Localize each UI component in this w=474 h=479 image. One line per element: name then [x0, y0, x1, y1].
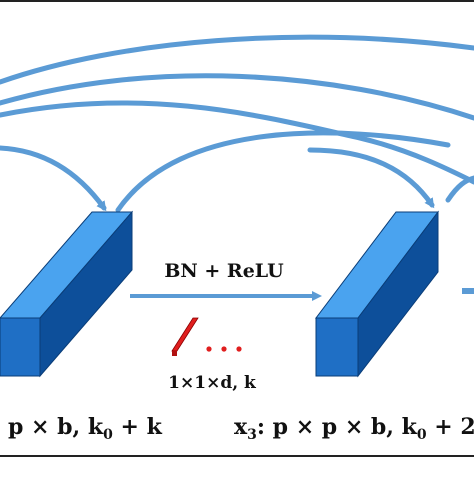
skip-arrow-to-right-block	[307, 147, 435, 209]
filter-bar-base	[172, 351, 177, 356]
left-block-front	[0, 317, 41, 377]
ellipsis-dots	[206, 346, 242, 352]
left-label-subscript: 0	[103, 427, 113, 443]
skip-arc-from-left-block	[115, 130, 451, 213]
dot	[236, 346, 242, 352]
filter-dim-3: d, k	[220, 373, 257, 393]
filter-bar	[171, 317, 199, 352]
next-block-edge	[462, 288, 474, 294]
filter-times-2: ×	[206, 373, 220, 393]
skip-arc-right-edge	[445, 175, 474, 203]
left-label-tail: + k	[113, 414, 163, 440]
dot	[206, 346, 212, 352]
left-feature-block	[0, 210, 134, 378]
dot	[221, 346, 227, 352]
right-label-var: x	[234, 414, 248, 440]
skip-arc-outer	[0, 34, 474, 85]
filter-dim-1: 1	[168, 373, 180, 393]
left-block-label: p × b, k0 + k	[8, 414, 163, 443]
filter-times-1: ×	[180, 373, 194, 393]
skip-connections	[0, 34, 474, 213]
right-feature-block	[314, 210, 440, 378]
conv-filter-icon	[171, 317, 199, 356]
filter-size-label: 1×1×d, k	[168, 373, 257, 393]
left-label-main: p × b, k	[8, 414, 104, 440]
right-label-tail: + 2 ×	[427, 414, 474, 440]
right-label-main: : p × p × b, k	[257, 414, 418, 440]
right-block-front	[315, 317, 359, 377]
right-block-label: x3: p × p × b, k0 + 2 ×	[234, 414, 474, 443]
right-label-var-sub: 3	[247, 427, 257, 443]
skip-arc-middle	[0, 73, 474, 121]
operation-label: BN + ReLU	[164, 260, 284, 282]
skip-arc-inner	[0, 100, 474, 185]
right-label-subscript: 0	[417, 427, 427, 443]
skip-arrow-to-left-block	[0, 145, 107, 212]
filter-dim-2: 1	[194, 373, 206, 393]
